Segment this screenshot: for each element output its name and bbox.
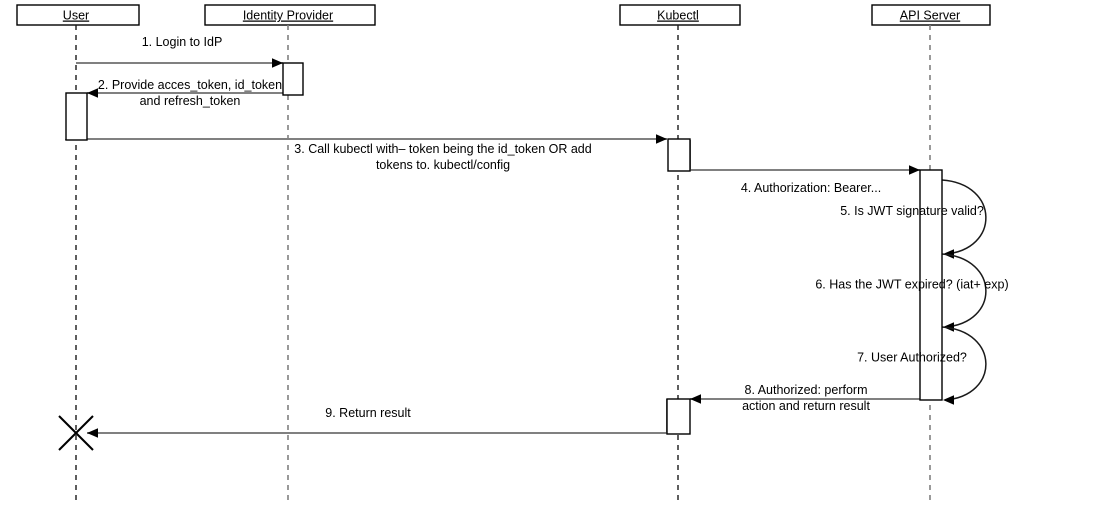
arrowhead-4 bbox=[909, 165, 920, 175]
message-labels-group: 1. Login to IdP 2. Provide acces_token, i… bbox=[98, 35, 1009, 420]
participant-box-apiserver[interactable] bbox=[871, 4, 991, 26]
activations-group bbox=[65, 62, 943, 435]
participant-kubectl[interactable]: Kubectl bbox=[619, 4, 741, 500]
activation-bar-kubectl[interactable] bbox=[666, 398, 691, 435]
self-loop-arc-6 bbox=[941, 253, 987, 328]
arrowhead-7 bbox=[943, 395, 954, 405]
message-label-1: 1. Login to IdP bbox=[142, 35, 223, 49]
lifelines-group: User Identity Provider Kubectl API Server bbox=[16, 4, 991, 500]
participant-idp[interactable]: Identity Provider bbox=[204, 4, 376, 500]
self-loop-arc-5 bbox=[941, 179, 987, 255]
message-label-9: 9. Return result bbox=[325, 406, 411, 420]
message-7[interactable] bbox=[941, 326, 987, 405]
message-2[interactable] bbox=[87, 88, 283, 98]
message-label-5: 5. Is JWT signature valid? bbox=[840, 204, 984, 218]
message-5[interactable] bbox=[941, 179, 987, 259]
participant-apiserver[interactable]: API Server bbox=[871, 4, 991, 500]
participant-box-kubectl[interactable] bbox=[619, 4, 741, 26]
message-6[interactable] bbox=[941, 253, 987, 332]
message-label-8: 8. Authorized: perform bbox=[745, 383, 868, 397]
message-label-7: 7. User Authorized? bbox=[857, 351, 967, 365]
participant-label-apiserver: API Server bbox=[900, 9, 960, 23]
destroy-x-stroke bbox=[58, 415, 94, 451]
arrowhead-8 bbox=[690, 394, 701, 404]
self-loop-arc-7 bbox=[941, 326, 987, 401]
message-label-4: 4. Authorization: Bearer... bbox=[741, 181, 881, 195]
destroy-marker-user bbox=[58, 415, 94, 451]
participant-user[interactable]: User bbox=[16, 4, 140, 500]
activation-bar-idp[interactable] bbox=[282, 62, 304, 96]
arrowhead-3 bbox=[656, 134, 667, 144]
message-label-2: 2. Provide acces_token, id_token bbox=[98, 78, 282, 92]
message-label-8: action and return result bbox=[742, 399, 870, 413]
message-4[interactable] bbox=[689, 140, 920, 175]
message-label-3: tokens to. kubectl/config bbox=[376, 158, 510, 172]
message-label-6: 6. Has the JWT expired? (iat+ exp) bbox=[815, 278, 1008, 292]
arrowhead-1 bbox=[272, 58, 283, 68]
arrowhead-2 bbox=[87, 88, 98, 98]
participant-label-idp: Identity Provider bbox=[243, 9, 333, 23]
destroy-markers-group bbox=[58, 415, 94, 451]
participant-label-user: User bbox=[63, 9, 89, 23]
activation-bar-user[interactable] bbox=[65, 92, 88, 141]
messages-group bbox=[65, 58, 987, 438]
message-1[interactable] bbox=[76, 58, 283, 68]
message-9[interactable] bbox=[87, 428, 668, 438]
participant-box-idp[interactable] bbox=[204, 4, 376, 26]
message-label-3: 3. Call kubectl with– token being the id… bbox=[294, 142, 591, 156]
participant-box-user[interactable] bbox=[16, 4, 140, 26]
activation-bar-kubectl[interactable] bbox=[667, 138, 691, 172]
arrowhead-9 bbox=[87, 428, 98, 438]
participant-label-kubectl: Kubectl bbox=[657, 9, 699, 23]
activation-bar-apiserver[interactable] bbox=[919, 169, 943, 401]
message-label-2: and refresh_token bbox=[140, 94, 241, 108]
